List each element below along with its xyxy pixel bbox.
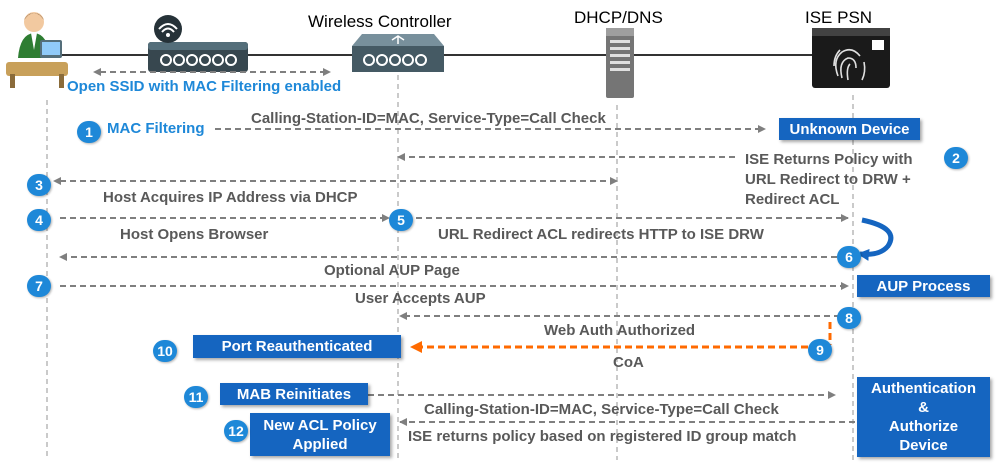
header-wireless-controller: Wireless Controller: [308, 12, 452, 31]
label-user-accepts-aup: User Accepts AUP: [355, 290, 486, 307]
step-badge-10: 10: [153, 340, 177, 362]
box-port-reauthenticated: Port Reauthenticated: [193, 335, 401, 358]
label-mac-filtering: MAC Filtering: [107, 120, 205, 137]
label-calling-station-2: Calling-Station-ID=MAC, Service-Type=Cal…: [424, 401, 779, 418]
label-url-redirect-acl: URL Redirect ACL redirects HTTP to ISE D…: [438, 226, 764, 243]
box-authentication-authorize: Authentication & Authorize Device: [857, 377, 990, 457]
label-ise-returns-policy-1: ISE Returns Policy with: [745, 151, 913, 168]
step-badge-9: 9: [808, 339, 832, 361]
step-badge-4: 4: [27, 209, 51, 231]
box-mab-reinitiates: MAB Reinitiates: [220, 383, 368, 405]
box-aup-process: AUP Process: [857, 275, 990, 297]
label-optional-aup: Optional AUP Page: [324, 262, 460, 279]
header-ise-psn: ISE PSN: [805, 8, 873, 27]
label-ise-returns-registered: ISE returns policy based on registered I…: [408, 428, 797, 445]
step-badge-7: 7: [27, 275, 51, 297]
label-coa: CoA: [613, 354, 644, 371]
step-badge-11: 11: [184, 386, 208, 408]
access-point-icon: [148, 15, 248, 72]
wireless-controller-icon: [352, 34, 444, 72]
box-new-acl-policy: New ACL Policy Applied: [250, 413, 390, 456]
ise-psn-appliance-icon: [812, 28, 890, 88]
step-badge-5: 5: [389, 209, 413, 231]
label-ise-returns-policy-2: URL Redirect to DRW +: [745, 171, 911, 188]
coa-arrow: [410, 322, 832, 353]
label-host-acquires-ip: Host Acquires IP Address via DHCP: [103, 189, 358, 206]
label-host-opens-browser: Host Opens Browser: [120, 226, 269, 243]
ssid-note: Open SSID with MAC Filtering enabled: [67, 78, 342, 95]
step-badge-8: 8: [837, 307, 861, 329]
label-web-auth-authorized: Web Auth Authorized: [544, 322, 696, 339]
step-badge-3: 3: [27, 174, 51, 196]
step-badge-2: 2: [944, 147, 968, 169]
label-ise-returns-policy-3: Redirect ACL: [745, 191, 840, 208]
step-badge-12: 12: [224, 420, 248, 442]
step-badge-1: 1: [77, 121, 101, 143]
box-unknown-device: Unknown Device: [779, 118, 920, 140]
server-tower-icon: [606, 28, 634, 98]
label-calling-station-1: Calling-Station-ID=MAC, Service-Type=Cal…: [251, 110, 606, 127]
step-badge-6: 6: [837, 246, 861, 268]
header-dhcp-dns: DHCP/DNS: [574, 8, 663, 27]
ise-self-loop-arrow: [857, 217, 894, 261]
user-at-computer-icon: [6, 12, 68, 88]
